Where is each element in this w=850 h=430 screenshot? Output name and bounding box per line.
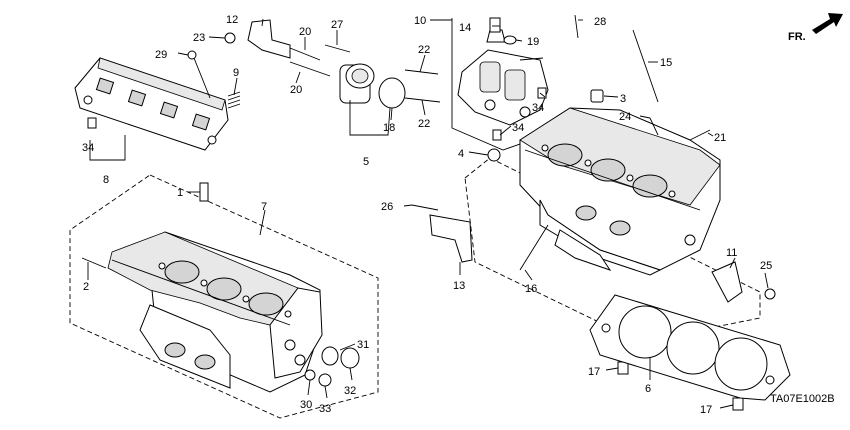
- callout-20a: 20: [299, 26, 311, 38]
- rear-cylinder-head: [107, 231, 323, 393]
- callout-12: 12: [226, 14, 238, 26]
- front-direction-label: FR.: [788, 31, 806, 43]
- callout-2: 2: [83, 281, 89, 293]
- callout-19: 19: [527, 36, 539, 48]
- callout-29: 29: [155, 49, 167, 61]
- callout-21: 21: [714, 132, 726, 144]
- callout-34a: 34: [82, 142, 94, 154]
- leader-lines: [87, 18, 769, 409]
- callout-18: 18: [383, 122, 395, 134]
- callout-23: 23: [193, 32, 205, 44]
- head-gasket: [589, 294, 791, 401]
- callout-7: 7: [261, 201, 267, 213]
- front-cylinder-head: [519, 107, 721, 276]
- callout-3: 3: [620, 93, 626, 105]
- callout-31: 31: [357, 339, 369, 351]
- callout-labels: 1 2 3 4 5 6 7 8 9 10 11 12 13 14 15 16 1…: [82, 14, 772, 416]
- callout-8: 8: [103, 174, 109, 186]
- callout-27: 27: [331, 19, 343, 31]
- callout-24: 24: [619, 111, 631, 123]
- diagram-code: TA07E1002B: [770, 393, 835, 405]
- bracket: [247, 19, 291, 59]
- callout-5: 5: [363, 156, 369, 168]
- callout-13: 13: [453, 280, 465, 292]
- callout-15: 15: [660, 57, 672, 69]
- callout-28: 28: [594, 16, 606, 28]
- rear-head-assembly-outline: [69, 174, 379, 419]
- callout-34c: 34: [512, 122, 524, 134]
- callout-22a: 22: [418, 44, 430, 56]
- callout-11: 11: [726, 247, 737, 259]
- front-direction-indicator: FR.: [788, 13, 843, 43]
- callout-26: 26: [381, 201, 393, 213]
- o-ring: [378, 77, 406, 109]
- front-arrow-icon: [812, 13, 843, 34]
- callout-14: 14: [459, 22, 471, 34]
- spool-valve: [457, 29, 549, 126]
- callout-32: 32: [344, 385, 356, 397]
- fasteners: [81, 14, 776, 411]
- callout-34b: 34: [532, 102, 544, 114]
- callout-17b: 17: [700, 404, 712, 416]
- callout-17a: 17: [588, 366, 600, 378]
- callout-9: 9: [233, 67, 239, 79]
- callout-33: 33: [319, 403, 331, 415]
- callout-6: 6: [645, 383, 651, 395]
- callout-20b: 20: [290, 84, 302, 96]
- callout-22b: 22: [418, 118, 430, 130]
- callout-1: 1: [177, 187, 183, 199]
- callout-10: 10: [414, 15, 426, 27]
- callout-30: 30: [300, 399, 312, 411]
- cam-holder: [74, 57, 229, 151]
- callout-25: 25: [760, 260, 772, 272]
- callout-16: 16: [525, 283, 537, 295]
- filter-housing: [339, 63, 375, 104]
- callout-4: 4: [458, 148, 464, 160]
